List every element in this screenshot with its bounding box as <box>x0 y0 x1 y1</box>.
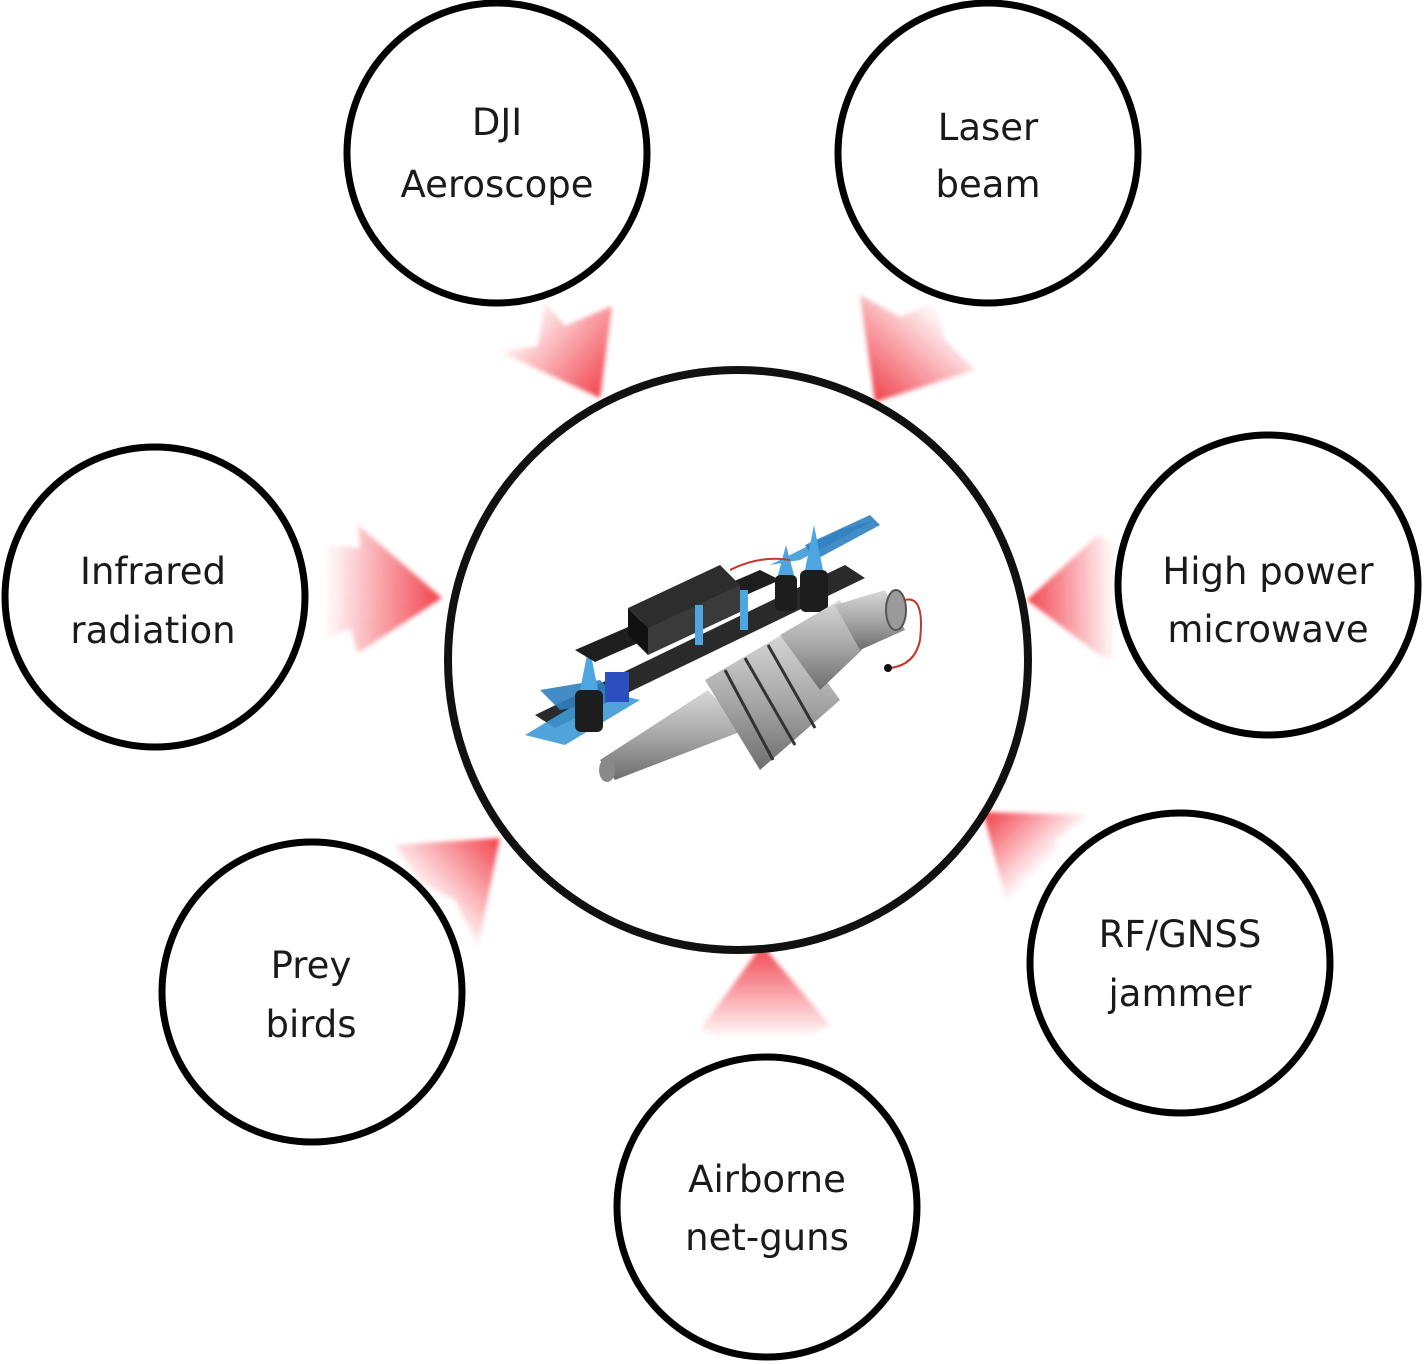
node-circle <box>343 0 651 307</box>
motor-cone-icon <box>805 525 823 570</box>
svg-text:jammer: jammer <box>1107 972 1252 1015</box>
battery-icon <box>628 608 648 655</box>
node-infrared-radiation: Infrared radiation <box>1 443 309 751</box>
propeller-icon <box>805 515 880 560</box>
node-label-line2: Aeroscope <box>401 163 594 206</box>
svg-text:High power: High power <box>1162 550 1374 593</box>
svg-text:RF/GNSS: RF/GNSS <box>1099 913 1262 956</box>
node-circle <box>834 0 1142 307</box>
arrow-prey <box>395 838 500 946</box>
esc-block-icon <box>605 672 629 702</box>
node-label-line1: Infrared <box>80 550 226 593</box>
battery-icon <box>648 585 740 655</box>
node-prey-birds: Prey birds <box>158 838 466 1146</box>
node-rf-gnss-jammer: RF/GNSS jammer <box>1026 809 1334 1117</box>
node-label-line1: Prey <box>271 944 352 987</box>
wire-icon <box>729 557 791 571</box>
svg-text:Aeroscope: Aeroscope <box>401 163 594 206</box>
node-label-line1: RF/GNSS <box>1099 913 1262 956</box>
node-circle <box>613 1053 921 1361</box>
arrow-group <box>320 295 1118 1035</box>
node-label-line2: net-guns <box>685 1216 849 1259</box>
motor-icon <box>800 570 828 612</box>
node-label-line2: radiation <box>70 609 235 652</box>
svg-text:net-guns: net-guns <box>685 1216 849 1259</box>
motor-icon <box>775 575 797 611</box>
node-airborne-net-guns: Airborne net-guns <box>613 1053 921 1361</box>
node-label-line1: High power <box>1162 550 1374 593</box>
node-circle <box>1 443 309 751</box>
node-label-line2: birds <box>265 1003 356 1046</box>
battery-icon <box>628 565 740 628</box>
motor-icon <box>575 690 603 732</box>
engine-nozzle-tip <box>599 758 615 782</box>
svg-text:DJI: DJI <box>472 101 522 144</box>
svg-text:Airborne: Airborne <box>688 1158 846 1201</box>
node-label-line1: Airborne <box>688 1158 846 1201</box>
engine-band <box>766 644 817 729</box>
standoff-icon <box>695 605 703 645</box>
engine-band <box>723 669 775 761</box>
wire-icon <box>889 598 922 669</box>
engine-nozzle-icon <box>600 690 745 780</box>
arrow-infrared <box>320 525 442 653</box>
svg-text:microwave: microwave <box>1167 608 1368 651</box>
arrow-dji <box>500 302 612 398</box>
arrow-netguns <box>700 945 830 1035</box>
center-node <box>444 366 1032 954</box>
center-circle <box>444 366 1032 954</box>
node-circle <box>1114 431 1422 739</box>
node-label-line1: Laser <box>938 106 1039 149</box>
wire-connector-icon <box>884 664 892 672</box>
svg-text:radiation: radiation <box>70 609 235 652</box>
drone-icon <box>525 515 922 782</box>
engine-intake-icon <box>780 600 862 690</box>
svg-text:birds: birds <box>265 1003 356 1046</box>
node-laser-beam: Laser beam <box>834 0 1142 307</box>
engine-band <box>743 657 797 746</box>
svg-text:beam: beam <box>936 163 1041 206</box>
svg-text:Prey: Prey <box>271 944 352 987</box>
node-label-line2: microwave <box>1167 608 1368 651</box>
node-dji-aeroscope: DJI Aeroscope <box>343 0 651 307</box>
arrow-laser <box>860 295 975 402</box>
motor-cone-icon <box>580 645 598 690</box>
svg-text:Infrared: Infrared <box>80 550 226 593</box>
engine-intake-front <box>885 589 907 631</box>
node-high-power-microwave: High power microwave <box>1114 431 1422 739</box>
arrow-microwave <box>1027 535 1118 660</box>
node-circle <box>1026 809 1334 1117</box>
node-label-line2: jammer <box>1107 972 1252 1015</box>
arrow-jammer <box>983 812 1090 915</box>
standoff-icon <box>740 590 748 630</box>
svg-text:Laser: Laser <box>938 106 1039 149</box>
node-label-line1: DJI <box>472 101 522 144</box>
node-circle <box>158 838 466 1146</box>
node-label-line2: beam <box>936 163 1041 206</box>
